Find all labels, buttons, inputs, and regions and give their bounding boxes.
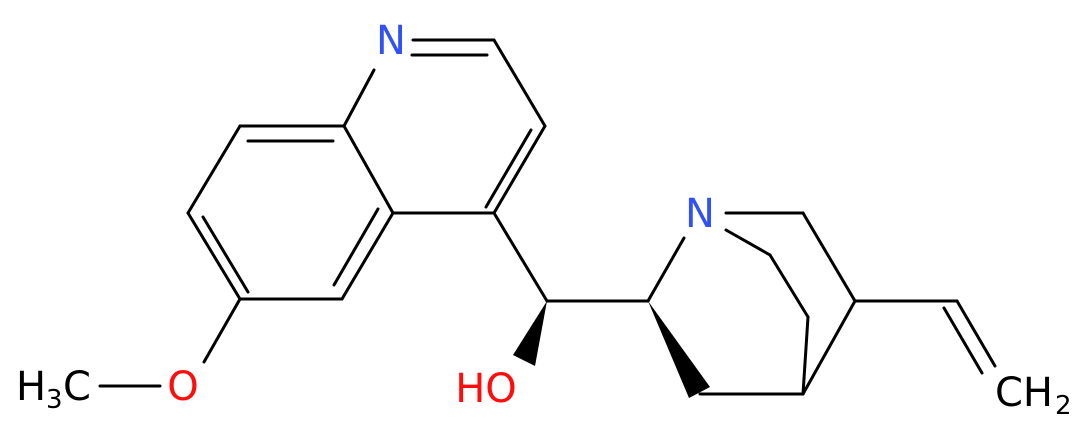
- bond: [801, 211, 857, 303]
- methyl-subscript-label: 3: [46, 385, 63, 415]
- bond: [768, 253, 810, 319]
- bond: [724, 228, 772, 257]
- bond: [202, 297, 242, 364]
- vinyl-ch-label: CH: [995, 370, 1053, 416]
- bond: [801, 299, 857, 396]
- bond: [186, 211, 242, 301]
- bond: [942, 306, 984, 375]
- wedge-bond: [648, 301, 710, 398]
- bond: [801, 315, 810, 396]
- bond: [646, 236, 686, 303]
- bond: [186, 124, 242, 215]
- bond: [342, 124, 395, 215]
- wedge-bond: [513, 301, 547, 366]
- bond: [342, 68, 376, 128]
- methyl-h-label: H: [16, 364, 46, 410]
- bond: [340, 211, 395, 301]
- methoxy-oxygen-label: O: [167, 364, 198, 410]
- bond: [484, 128, 533, 209]
- bond: [492, 211, 549, 303]
- quinuclidine-nitrogen-label: N: [685, 191, 715, 237]
- bond: [332, 207, 380, 287]
- hydroxyl-label: HO: [455, 366, 517, 412]
- bond: [955, 299, 997, 368]
- bond: [492, 38, 547, 128]
- methyl-c-label: C: [63, 364, 91, 410]
- bond: [201, 215, 250, 294]
- vinyl-subscript-label: 2: [1055, 391, 1072, 421]
- bond: [492, 124, 547, 215]
- quinoline-nitrogen-label: N: [376, 18, 406, 64]
